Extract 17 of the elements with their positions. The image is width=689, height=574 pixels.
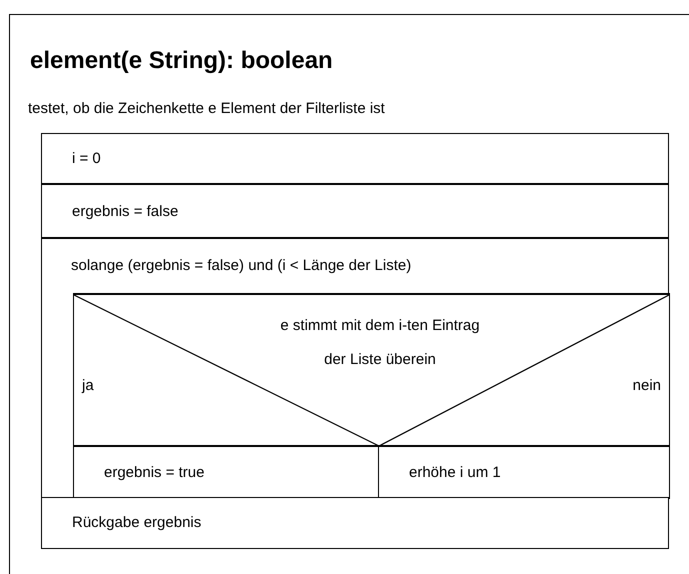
process-box bbox=[41, 497, 669, 549]
condition-text: e stimmt mit dem i-ten Eintrag der Liste überein bbox=[280, 316, 480, 370]
statement-text: ergebnis = false bbox=[72, 202, 178, 222]
process-box bbox=[73, 445, 379, 499]
process-box bbox=[41, 183, 669, 238]
title: element(e String): boolean bbox=[30, 47, 333, 75]
process-box bbox=[378, 445, 670, 499]
loop-box bbox=[41, 237, 669, 498]
description: testet, ob die Zeichenkette e Element der Filterliste ist bbox=[28, 100, 385, 117]
statement-text: ergebnis = true bbox=[104, 463, 204, 483]
statement-text: i = 0 bbox=[72, 148, 101, 168]
loop-condition: solange (ergebnis = false) und (i < Länge der Liste) bbox=[71, 256, 412, 276]
branch-label: ja bbox=[82, 376, 94, 396]
branch-label: nein bbox=[632, 376, 661, 396]
process-box bbox=[41, 133, 669, 184]
statement-text: Rückgabe ergebnis bbox=[72, 513, 202, 533]
statement-text: erhöhe i um 1 bbox=[409, 463, 501, 483]
